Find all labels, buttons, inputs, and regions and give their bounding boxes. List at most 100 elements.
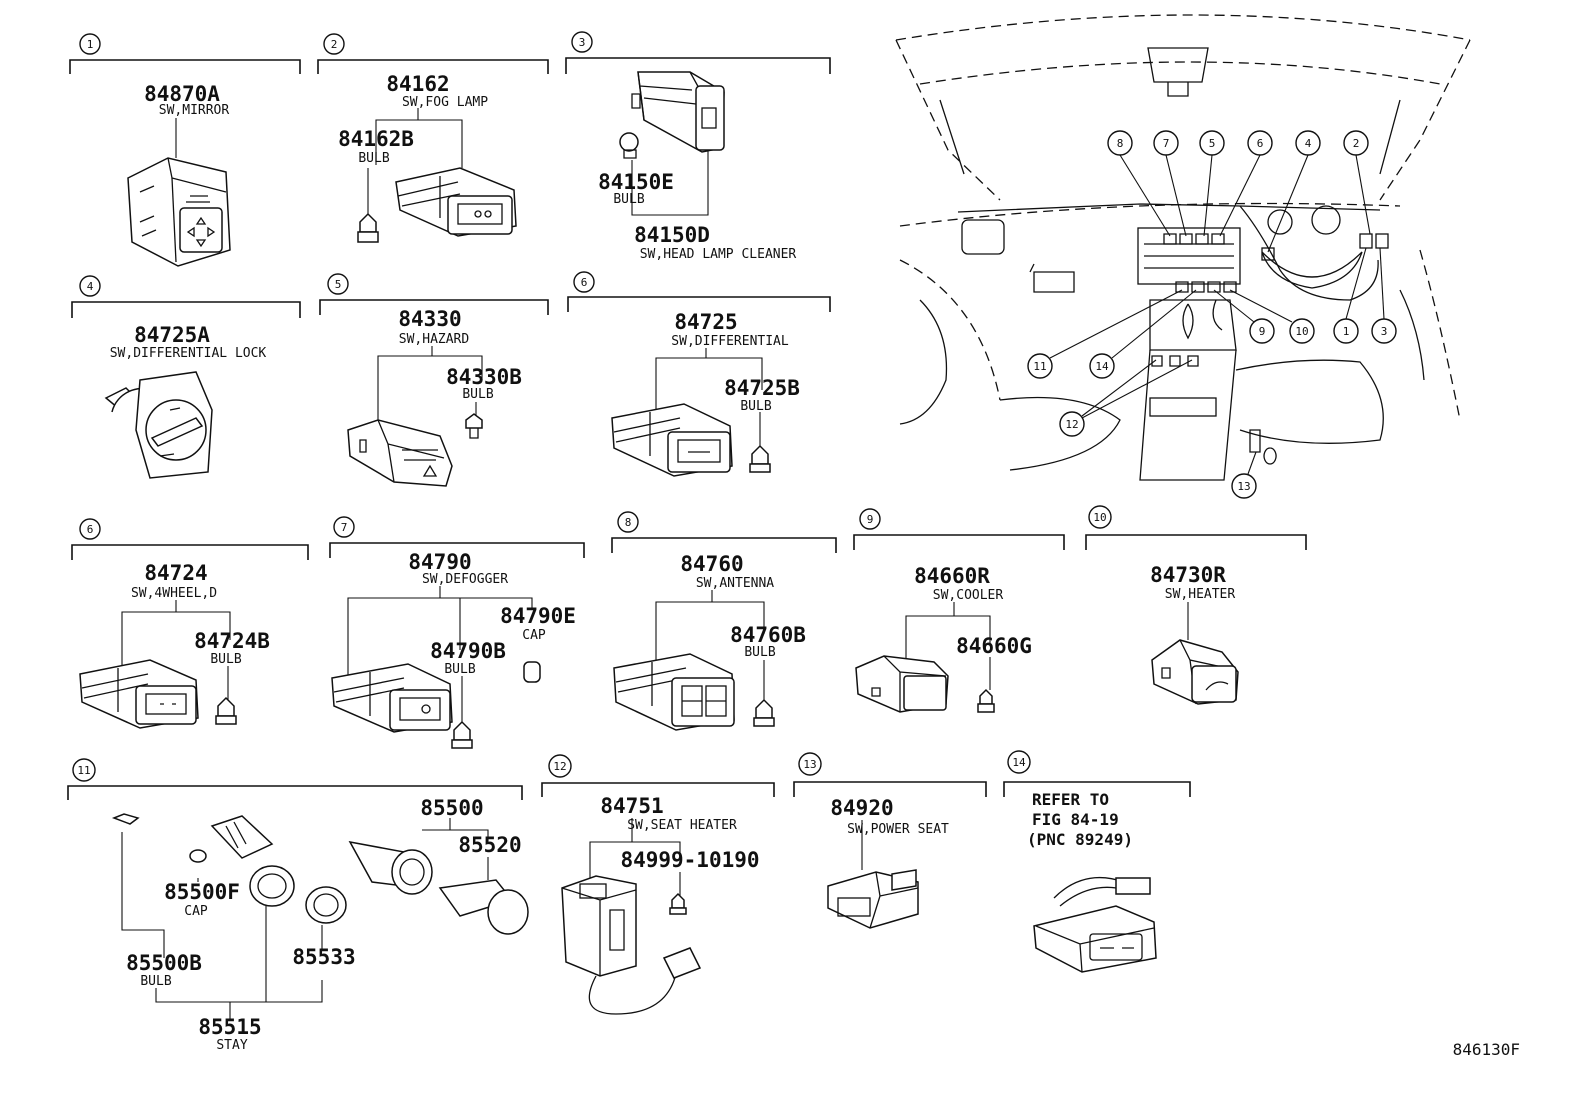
cigarette-lighter-sketch <box>111 813 529 935</box>
section-6a-number: 6 <box>581 276 588 289</box>
part-number: 84150E <box>598 170 674 194</box>
reference-line: FIG 84-19 <box>1032 810 1119 829</box>
part-description: BULB <box>740 399 771 414</box>
section-4-number: 4 <box>87 280 94 293</box>
part-description: SW,4WHEEL,D <box>131 586 217 601</box>
locator-number: 13 <box>1237 480 1250 493</box>
section-3-number: 3 <box>579 36 586 49</box>
cooler-switch-sketch <box>855 655 995 713</box>
part-number: 84751 <box>600 794 663 818</box>
section-8-badge: 8 <box>617 511 639 533</box>
part-description: SW,HAZARD <box>399 332 470 347</box>
part-number: 84725A <box>134 323 210 347</box>
part-number: 84725 <box>674 310 737 334</box>
locator-callout: 6 <box>1219 130 1273 237</box>
power-seat-switch-sketch <box>827 869 919 929</box>
section-13-number: 13 <box>803 758 816 771</box>
antenna-switch-sketch <box>613 653 775 731</box>
section-8-number: 8 <box>625 516 632 529</box>
part-description: SW,ANTENNA <box>696 576 774 591</box>
section-5-number: 5 <box>335 278 342 291</box>
defogger-switch-sketch <box>331 661 541 749</box>
part-number: 85500F <box>164 880 240 904</box>
section-11-badge: 11 <box>72 758 96 782</box>
part-number: 84920 <box>830 796 893 820</box>
section-number-circles: 1 2 3 4 5 6 6 7 8 9 10 11 12 13 14 <box>72 31 1112 782</box>
part-description: BULB <box>744 645 775 660</box>
section-14-badge: 14 <box>1007 750 1031 774</box>
section-1-number: 1 <box>87 38 94 51</box>
part-number: 84660G <box>956 634 1032 658</box>
section-9-number: 9 <box>867 513 874 526</box>
part-number: 84790B <box>430 639 506 663</box>
section-4-badge: 4 <box>79 275 101 297</box>
part-number: 84330B <box>446 365 522 389</box>
part-description: CAP <box>522 628 546 643</box>
section-6a-badge: 6 <box>573 271 595 293</box>
hazard-switch-sketch <box>347 413 483 487</box>
section-2-number: 2 <box>331 38 338 51</box>
locator-callout: 5 <box>1199 130 1225 237</box>
part-description: SW,COOLER <box>933 588 1004 603</box>
part-number: 84999-10190 <box>620 848 759 872</box>
locator-number: 14 <box>1095 360 1109 373</box>
section-5-badge: 5 <box>327 273 349 295</box>
locator-callouts: 8 7 5 6 4 2 11 14 9 10 1 3 12 13 <box>1027 130 1397 499</box>
bulb-sketch <box>357 212 379 243</box>
reference-switch-sketch <box>1033 876 1157 973</box>
part-description: SW,MIRROR <box>159 103 230 118</box>
diagram-code: 846130F <box>1453 1040 1520 1059</box>
part-description: SW,HEATER <box>1165 587 1236 602</box>
part-number: 84760B <box>730 623 806 647</box>
section-6b-badge: 6 <box>79 518 101 540</box>
part-sketches <box>79 71 1239 1015</box>
part-description: STAY <box>216 1038 247 1053</box>
part-description: BULB <box>613 192 644 207</box>
locator-number: 6 <box>1257 137 1264 150</box>
part-number: 84724 <box>144 561 207 585</box>
locator-callout: 11 <box>1027 289 1183 379</box>
reference-line: REFER TO <box>1032 790 1109 809</box>
part-number: 85533 <box>292 945 355 969</box>
locator-number: 7 <box>1163 137 1170 150</box>
locator-number: 10 <box>1295 325 1308 338</box>
section-11-number: 11 <box>77 764 90 777</box>
fog-lamp-switch-sketch <box>395 167 517 237</box>
part-number: 84330 <box>398 307 461 331</box>
part-number: 84790 <box>408 550 471 574</box>
section-2-badge: 2 <box>323 33 345 55</box>
part-number: 84790E <box>500 604 576 628</box>
section-6b-number: 6 <box>87 523 94 536</box>
locator-callout: 10 <box>1229 289 1315 344</box>
locator-callout: 7 <box>1153 130 1187 237</box>
differential-lock-switch-sketch <box>104 371 213 479</box>
seat-heater-switch-sketch <box>561 875 702 1015</box>
part-description: CAP <box>184 904 208 919</box>
part-number: 84760 <box>680 552 743 576</box>
locator-number: 11 <box>1033 360 1046 373</box>
locator-number: 2 <box>1353 137 1360 150</box>
section-1-badge: 1 <box>79 33 101 55</box>
section-10-badge: 10 <box>1088 505 1112 529</box>
locator-number: 1 <box>1343 325 1350 338</box>
part-number: 84724B <box>194 629 270 653</box>
locator-callout: 12 <box>1059 359 1193 437</box>
part-description: BULB <box>462 387 493 402</box>
locator-number: 4 <box>1305 137 1312 150</box>
part-description: SW,FOG LAMP <box>402 95 488 110</box>
locator-callout: 3 <box>1371 247 1397 344</box>
locator-callout: 8 <box>1107 130 1171 237</box>
part-description: SW,DEFOGGER <box>422 572 508 587</box>
part-number: 84870A <box>144 82 220 106</box>
locator-callout: 2 <box>1343 130 1371 235</box>
reference-line: (PNC 89249) <box>1027 830 1133 849</box>
locator-callout: 9 <box>1213 289 1275 344</box>
section-brackets <box>67 57 1307 800</box>
interior-locator-view <box>895 14 1471 481</box>
part-description: SW,SEAT HEATER <box>627 818 737 833</box>
part-number: 84660R <box>914 564 990 588</box>
locator-callout: 13 <box>1231 451 1257 499</box>
locator-callout: 1 <box>1333 247 1367 344</box>
